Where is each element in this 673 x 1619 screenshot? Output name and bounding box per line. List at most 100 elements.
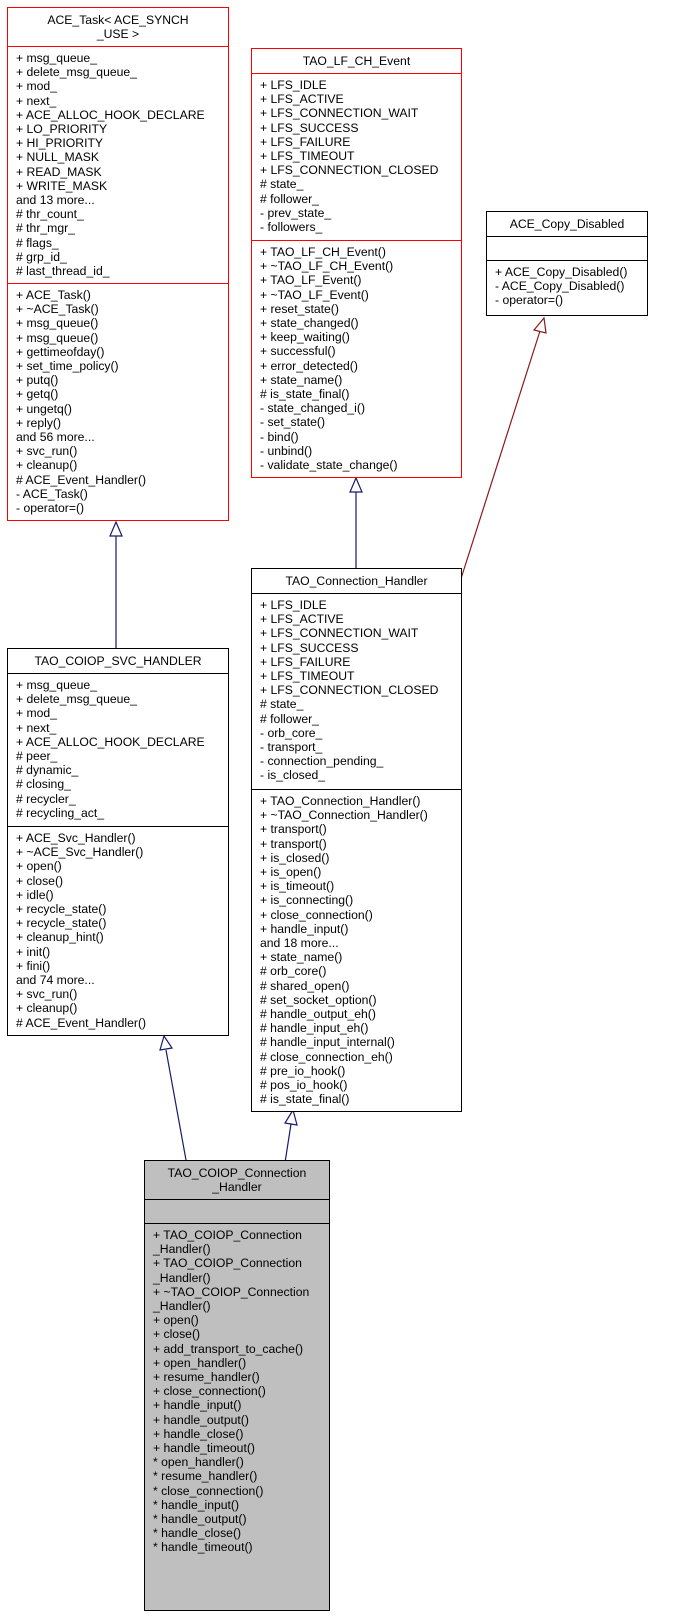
method: + cleanup_hint() xyxy=(16,930,104,945)
class-tao-lf-ch-event[interactable]: TAO_LF_CH_Event + LFS_IDLE + LFS_ACTIVE … xyxy=(251,48,462,478)
method: + handle_output() xyxy=(153,1412,249,1427)
attribute: # recycling_act_ xyxy=(16,805,105,820)
edge-arrowhead xyxy=(159,1034,174,1051)
attribute: + ACE_ALLOC_HOOK_DECLARE xyxy=(16,734,205,749)
method: # pre_io_hook() xyxy=(260,1063,346,1078)
attribute: - is_closed_ xyxy=(260,768,326,783)
class-tao-connection-handler[interactable]: TAO_Connection_Handler + LFS_IDLE + LFS_… xyxy=(251,568,462,1112)
edge-arrowhead xyxy=(109,520,123,537)
class-ace-task[interactable]: ACE_Task< ACE_SYNCH _USE > + msg_queue_ … xyxy=(7,7,229,521)
method: + ungetq() xyxy=(16,401,72,416)
method: + close() xyxy=(153,1327,201,1342)
attribute: + mod_ xyxy=(16,706,57,721)
attributes-compartment: + msg_queue_ + delete_msg_queue_ + mod_ … xyxy=(8,673,228,826)
method: * open_handler() xyxy=(153,1455,244,1470)
method: + ACE_Copy_Disabled() xyxy=(495,265,628,279)
method: - ACE_Task() xyxy=(16,486,88,501)
method: + TAO_LF_Event() xyxy=(260,273,362,288)
attribute: + LFS_SUCCESS xyxy=(260,640,359,655)
attribute: + LFS_TIMEOUT xyxy=(260,149,355,164)
attribute: # thr_count_ xyxy=(16,207,84,222)
method: + set_time_policy() xyxy=(16,359,119,374)
method: + state_name() xyxy=(260,372,343,387)
class-title-text: TAO_COIOP_SVC_HANDLER xyxy=(34,653,202,668)
attribute: # flags_ xyxy=(16,235,59,250)
attribute: + LFS_CONNECTION_WAIT xyxy=(260,106,419,121)
class-title-text: TAO_LF_CH_Event xyxy=(302,53,411,68)
method: + ~TAO_COIOP_Connection xyxy=(153,1284,310,1299)
more-attributes[interactable]: and 13 more... xyxy=(16,193,95,208)
method: - unbind() xyxy=(260,443,313,458)
method: + handle_input() xyxy=(153,1398,242,1413)
method: + TAO_LF_CH_Event() xyxy=(260,245,386,259)
method: + close_connection() xyxy=(260,907,373,922)
method: + TAO_Connection_Handler() xyxy=(260,794,421,808)
method: + idle() xyxy=(16,887,54,902)
attribute: + LFS_ACTIVE xyxy=(260,92,344,107)
method: + msg_queue() xyxy=(16,316,99,331)
method: + is_open() xyxy=(260,865,322,880)
class-tao-coiop-svc-handler[interactable]: TAO_COIOP_SVC_HANDLER + msg_queue_ + del… xyxy=(7,648,229,1036)
method: + recycle_state() xyxy=(16,902,107,917)
methods-compartment: + ACE_Copy_Disabled() - ACE_Copy_Disable… xyxy=(487,260,647,315)
attribute: + WRITE_MASK xyxy=(16,178,108,193)
method: + cleanup() xyxy=(16,458,78,473)
method: + putq() xyxy=(16,373,59,388)
attribute: # follower_ xyxy=(260,191,319,206)
class-title: ACE_Copy_Disabled xyxy=(487,212,647,236)
method: + transport() xyxy=(260,822,327,837)
attribute: # thr_mgr_ xyxy=(16,221,75,236)
method: + TAO_COIOP_Connection xyxy=(153,1256,302,1271)
method: + ~TAO_Connection_Handler() xyxy=(260,808,428,823)
method: + ~ACE_Svc_Handler() xyxy=(16,845,144,860)
class-title-text: ACE_Task< ACE_SYNCH _USE > xyxy=(47,12,189,41)
attribute: - transport_ xyxy=(260,740,323,755)
class-tao-coiop-connection-handler[interactable]: TAO_COIOP_Connection _Handler + TAO_COIO… xyxy=(144,1160,330,1611)
method: + init() xyxy=(16,944,51,959)
class-title-text: TAO_Connection_Handler xyxy=(285,573,428,588)
method: * close_connection() xyxy=(153,1483,264,1498)
attribute: + READ_MASK xyxy=(16,164,102,179)
method: + ~TAO_LF_Event() xyxy=(260,287,369,302)
attributes-compartment: + LFS_IDLE + LFS_ACTIVE + LFS_CONNECTION… xyxy=(252,73,461,240)
method: + ~TAO_LF_CH_Event() xyxy=(260,259,394,274)
class-ace-copy-disabled[interactable]: ACE_Copy_Disabled + ACE_Copy_Disabled() … xyxy=(486,211,648,316)
class-title-text: ACE_Copy_Disabled xyxy=(509,216,625,231)
method: # handle_output_eh() xyxy=(260,1007,376,1022)
method: - operator=() xyxy=(16,501,85,516)
method: - state_changed_i() xyxy=(260,401,366,416)
attribute: + mod_ xyxy=(16,79,57,94)
method: + handle_input() xyxy=(260,921,349,936)
method: + handle_close() xyxy=(153,1426,244,1441)
method: + svc_run() xyxy=(16,444,78,459)
method: + msg_queue() xyxy=(16,330,99,345)
attribute: # closing_ xyxy=(16,777,71,792)
attribute: # state_ xyxy=(260,697,304,712)
method: + close_connection() xyxy=(153,1384,266,1399)
method: + transport() xyxy=(260,836,327,851)
method: + close() xyxy=(16,873,64,888)
method: + add_transport_to_cache() xyxy=(153,1341,304,1356)
class-title: TAO_COIOP_SVC_HANDLER xyxy=(8,649,228,673)
more-methods[interactable]: and 74 more... xyxy=(16,973,95,988)
method: + is_connecting() xyxy=(260,893,354,908)
method: # is_state_final() xyxy=(260,387,350,402)
method: * resume_handler() xyxy=(153,1469,258,1484)
method: - bind() xyxy=(260,429,299,444)
attribute: + LFS_CONNECTION_CLOSED xyxy=(260,163,439,178)
attribute: + LFS_FAILURE xyxy=(260,134,351,149)
attribute: + ACE_ALLOC_HOOK_DECLARE xyxy=(16,107,205,122)
method: + fini() xyxy=(16,958,51,973)
method: + getq() xyxy=(16,387,59,402)
method: * handle_timeout() xyxy=(153,1540,253,1555)
attribute: + LFS_IDLE xyxy=(260,78,327,92)
attribute: # recycler_ xyxy=(16,791,76,806)
attribute: # dynamic_ xyxy=(16,763,79,778)
method: + state_changed() xyxy=(260,316,359,331)
attribute: + next_ xyxy=(16,93,57,108)
class-title: TAO_Connection_Handler xyxy=(252,569,461,593)
more-methods[interactable]: and 18 more... xyxy=(260,936,339,951)
method: + error_detected() xyxy=(260,358,358,373)
attribute: # follower_ xyxy=(260,711,319,726)
more-methods[interactable]: and 56 more... xyxy=(16,430,95,445)
